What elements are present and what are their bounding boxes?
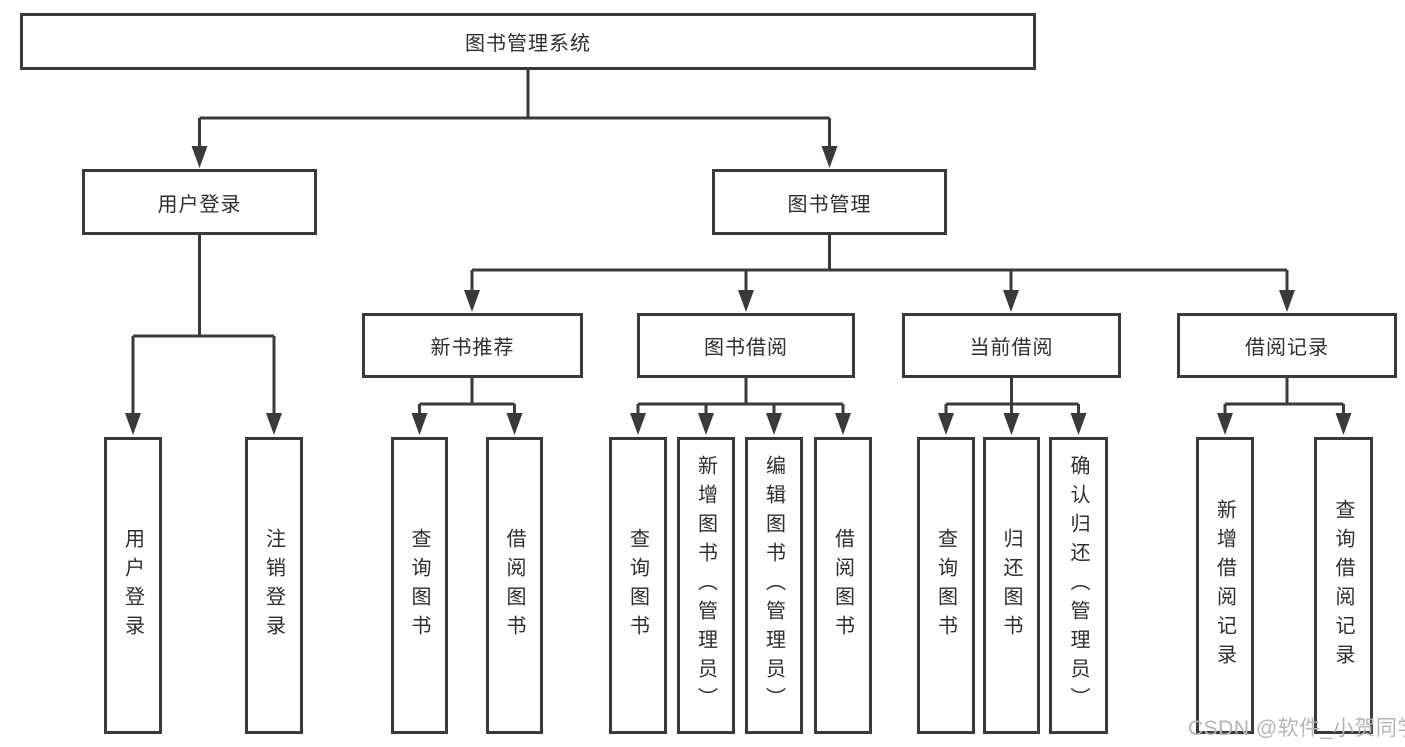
node-book-management: 图书管理	[712, 169, 947, 235]
leaf-query-borrow-record-label: 查询借阅记录	[1332, 498, 1354, 673]
leaf-user-login-label: 用户登录	[121, 527, 144, 644]
leaf-borrow-books-recommend: 借阅图书	[486, 437, 543, 734]
leaf-query-books-current-label: 查询图书	[934, 527, 957, 644]
leaf-query-books-current: 查询图书	[917, 437, 975, 734]
leaf-query-books-recommend: 查询图书	[391, 437, 448, 734]
leaf-user-login: 用户登录	[104, 437, 162, 734]
node-borrow-records: 借阅记录	[1177, 313, 1397, 378]
node-library-management-system: 图书管理系统	[20, 13, 1036, 70]
leaf-edit-book-admin-label: 编辑图书（管理员）	[762, 455, 785, 716]
leaf-logout-label: 注销登录	[262, 527, 285, 644]
leaf-confirm-return-admin-label: 确认归还（管理员）	[1067, 455, 1089, 716]
node-current-borrow: 当前借阅	[902, 313, 1121, 378]
leaf-query-books-recommend-label: 查询图书	[408, 527, 430, 644]
leaf-add-borrow-record: 新增借阅记录	[1196, 437, 1254, 734]
leaf-edit-book-admin: 编辑图书（管理员）	[745, 437, 803, 734]
leaf-borrow-books: 借阅图书	[814, 437, 872, 734]
leaf-query-books-borrow-label: 查询图书	[626, 527, 649, 644]
leaf-query-borrow-record: 查询借阅记录	[1314, 437, 1373, 734]
node-book-borrow: 图书借阅	[637, 313, 855, 378]
leaf-return-book: 归还图书	[983, 437, 1040, 734]
leaf-add-book-admin: 新增图书（管理员）	[677, 437, 735, 734]
leaf-add-book-admin-label: 新增图书（管理员）	[694, 455, 717, 716]
leaf-return-book-label: 归还图书	[1000, 527, 1022, 644]
node-user-login: 用户登录	[82, 169, 317, 235]
leaf-add-borrow-record-label: 新增借阅记录	[1213, 498, 1236, 673]
leaf-borrow-books-recommend-label: 借阅图书	[503, 527, 525, 644]
node-new-book-recommend: 新书推荐	[362, 313, 583, 378]
leaf-query-books-borrow: 查询图书	[609, 437, 667, 734]
watermark: CSDN @软件_小贺同学	[1188, 717, 1405, 740]
leaf-confirm-return-admin: 确认归还（管理员）	[1049, 437, 1108, 734]
leaf-logout: 注销登录	[245, 437, 303, 734]
leaf-borrow-books-label: 借阅图书	[831, 527, 854, 644]
